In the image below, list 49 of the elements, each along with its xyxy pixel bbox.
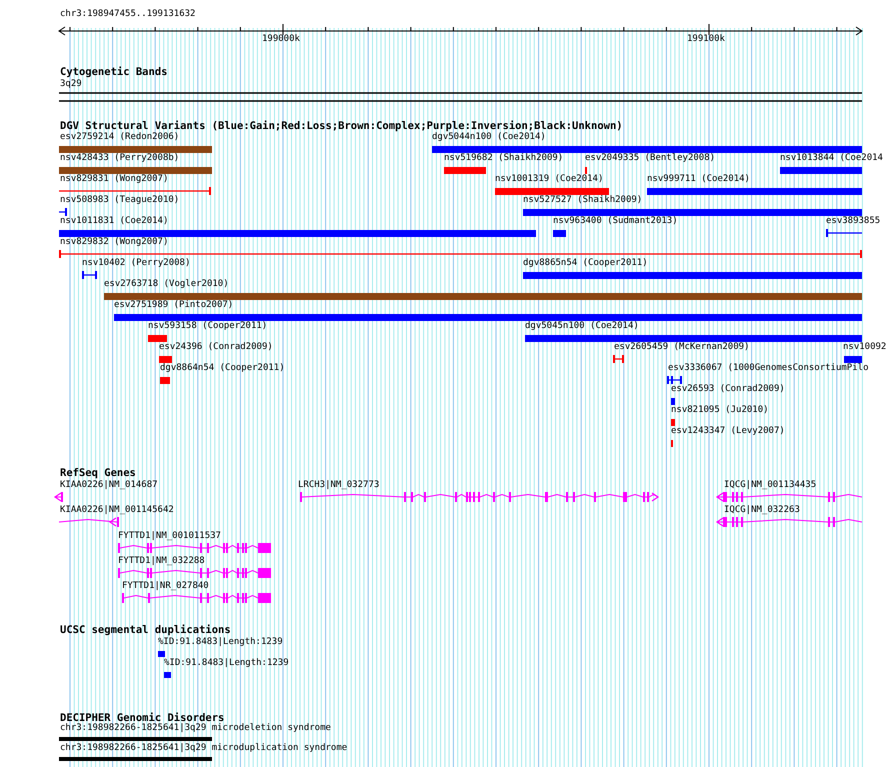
feature-label: nsv10402 (Perry2008): [82, 258, 190, 269]
gene-label: KIAA0226|NM_014687: [60, 480, 158, 491]
tick-label: 199000k: [262, 34, 300, 45]
feature-label: esv2049335 (Bentley2008): [585, 153, 716, 164]
feature-label: esv2763718 (Vogler2010): [104, 279, 229, 290]
feature-label: nsv519682 (Shaikh2009): [444, 153, 564, 164]
feature-label: nsv1013844 (Coe2014: [780, 153, 883, 164]
scale-range-label: chr3:198947455..199131632: [60, 9, 196, 20]
feature-label: chr3:198982266-1825641|3q29 microduplication syndrome: [60, 743, 348, 754]
feature-label: nsv508983 (Teague2010): [60, 195, 180, 206]
gene-label: LRCH3|NM_032773: [298, 480, 380, 491]
feature-label: nsv593158 (Cooper2011): [148, 321, 268, 332]
feature-label: nsv963400 (Sudmant2013): [553, 216, 678, 227]
gene-label: IQCG|NM_001134435: [724, 480, 816, 491]
feature-label: nsv999711 (Coe2014): [647, 174, 750, 185]
feature-label: nsv527527 (Shaikh2009): [523, 195, 642, 206]
feature-label: dgv8865n54 (Cooper2011): [523, 258, 648, 269]
feature-label: esv3336067 (1000GenomesConsortiumPilo: [668, 363, 868, 374]
feature-label: esv2759214 (Redon2006): [60, 132, 180, 143]
track-title: DECIPHER Genomic Disorders: [60, 712, 224, 724]
band-label: 3q29: [60, 79, 82, 90]
track-title: UCSC segmental duplications: [60, 624, 231, 636]
feature-label: nsv1011831 (Coe2014): [60, 216, 168, 227]
feature-label: %ID:91.8483|Length:1239: [164, 658, 289, 669]
feature-label: esv1243347 (Levy2007): [671, 426, 785, 437]
feature-label: nsv10092: [843, 342, 886, 353]
feature-label: dgv5044n100 (Coe2014): [432, 132, 546, 143]
gene-label: FYTTD1|NM_001011537: [118, 531, 221, 542]
feature-label: nsv829831 (Wong2007): [60, 174, 168, 185]
gene-label: FYTTD1|NR_027840: [122, 581, 209, 592]
gene-label: IQCG|NM_032263: [724, 505, 800, 516]
gene-label: FYTTD1|NM_032288: [118, 556, 205, 567]
gene-label: KIAA0226|NM_001145642: [60, 505, 174, 516]
feature-label: esv24396 (Conrad2009): [159, 342, 273, 353]
track-title: DGV Structural Variants (Blue:Gain;Red:Loss;Brown:Complex;Purple:Inversion;Black:Unknown): [60, 120, 623, 132]
feature-label: %ID:91.8483|Length:1239: [158, 637, 283, 648]
feature-label: nsv829832 (Wong2007): [60, 237, 168, 248]
feature-label: esv3893855: [826, 216, 880, 227]
tick-label: 199100k: [687, 34, 725, 45]
feature-label: esv26593 (Conrad2009): [671, 384, 785, 395]
feature-label: nsv1001319 (Coe2014): [495, 174, 604, 185]
feature-label: nsv428433 (Perry2008b): [60, 153, 180, 164]
feature-label: nsv821095 (Ju2010): [671, 405, 769, 416]
feature-label: esv2751989 (Pinto2007): [114, 300, 234, 311]
track-title: RefSeq Genes: [60, 467, 136, 479]
feature-label: esv2605459 (McKernan2009): [614, 342, 750, 353]
feature-label: dgv5045n100 (Coe2014): [525, 321, 639, 332]
feature-label: chr3:198982266-1825641|3q29 microdeletion syndrome: [60, 723, 331, 734]
feature-label: dgv8864n54 (Cooper2011): [160, 363, 285, 374]
